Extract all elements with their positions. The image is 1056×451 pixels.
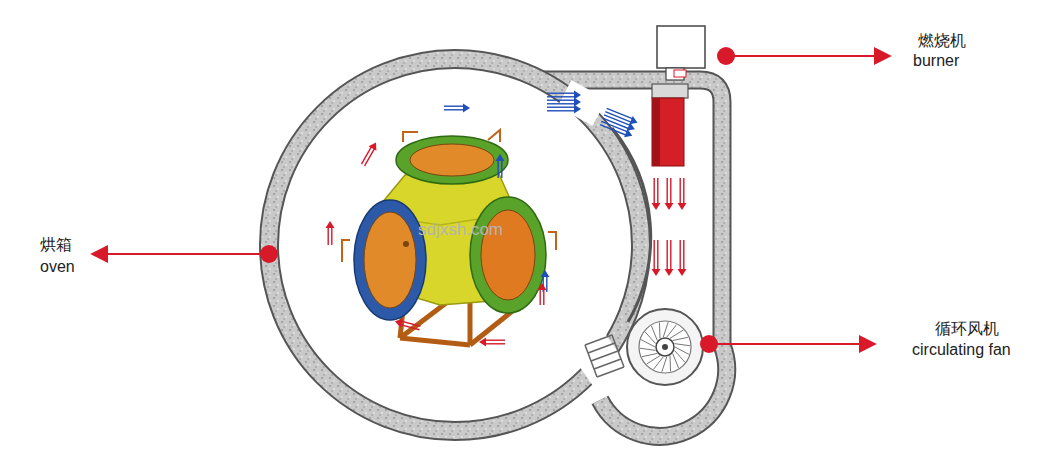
callout-label: 循环风机 <box>935 320 999 338</box>
partition-wall <box>612 128 651 322</box>
callout-label: circulating fan <box>912 341 1011 359</box>
callout-label: oven <box>40 258 75 276</box>
circulating-fan <box>627 309 703 385</box>
callout-leaders <box>92 47 890 353</box>
callout-label: 烘箱 <box>40 236 72 254</box>
fan-grille <box>585 335 624 377</box>
callout-label: burner <box>913 52 959 70</box>
duct-opening <box>570 331 629 392</box>
callout-label: 燃烧机 <box>918 32 966 50</box>
oven-wall <box>269 59 641 431</box>
watermark: sdjxsh.com <box>418 220 503 240</box>
duct-opening <box>557 80 606 125</box>
airflow-arrows <box>326 91 687 347</box>
burner <box>652 26 705 166</box>
pipe-fitting <box>342 130 556 345</box>
